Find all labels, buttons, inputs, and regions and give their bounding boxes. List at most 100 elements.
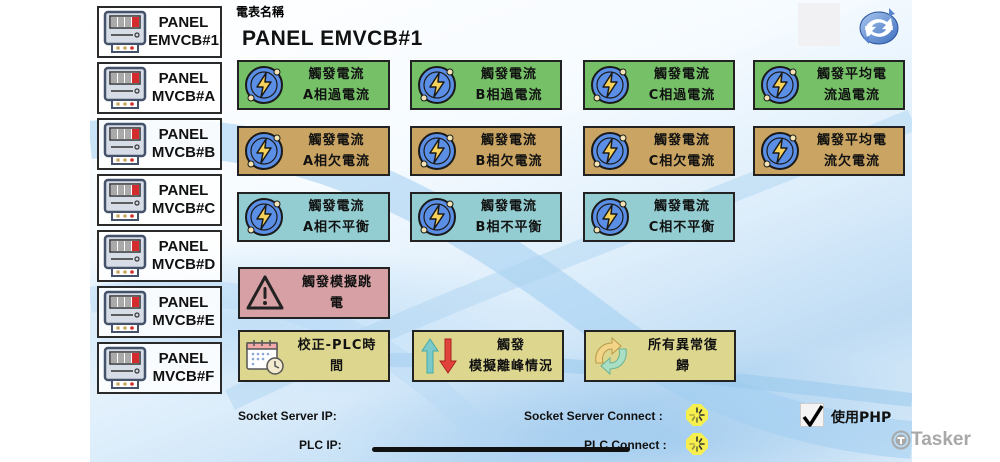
tile-label: 觸發平均電流過電流 — [801, 64, 903, 106]
lightning-icon — [418, 198, 456, 236]
tile-label-line2: B相不平衡 — [475, 220, 543, 235]
socket-connect-status-icon — [686, 404, 708, 426]
watermark: Tasker — [891, 429, 971, 451]
trigger-undercurrent-a-button[interactable]: 觸發電流 A相欠電流 — [237, 126, 390, 176]
up-down-arrows-icon — [421, 338, 457, 374]
plc-connect-status-icon — [686, 433, 708, 455]
panel-label-line2: MVCB#E — [152, 312, 215, 329]
panel-label-line2: MVCB#B — [151, 144, 216, 161]
tile-label-line1: 觸發電流 — [480, 133, 537, 148]
meter-icon — [103, 66, 147, 109]
trigger-unbalance-c-button[interactable]: 觸發電流 C相不平衡 — [583, 192, 735, 242]
tile-label-line2: B相過電流 — [475, 88, 543, 103]
tile-label-line1: 觸發電流 — [653, 67, 710, 82]
tile-label-line2: 電 — [329, 296, 344, 311]
tile-label-line2: 流欠電流 — [823, 154, 880, 169]
tasker-logo-icon — [891, 430, 911, 450]
tile-label-line1: 觸發電流 — [308, 133, 365, 148]
trigger-avg-undercurrent-button[interactable]: 觸發平均電流欠電流 — [753, 126, 905, 176]
panel-label-line1: PANEL — [158, 182, 209, 199]
calibrate-plc-time-button[interactable]: 校正-PLC時間 — [238, 330, 390, 382]
trigger-overcurrent-b-button[interactable]: 觸發電流 B相過電流 — [410, 60, 562, 110]
tile-label-line2: 模擬離峰情況 — [468, 359, 553, 374]
trigger-avg-overcurrent-button[interactable]: 觸發平均電流過電流 — [753, 60, 905, 110]
recycle-arrows-icon — [595, 336, 627, 376]
lightning-icon — [761, 66, 799, 104]
tile-label: 觸發電流 C相不平衡 — [631, 196, 733, 238]
lightning-icon — [418, 132, 456, 170]
tile-label-line1: 校正-PLC時 — [297, 338, 377, 353]
calendar-clock-icon — [246, 340, 284, 375]
meter-icon — [103, 122, 147, 165]
tile-label: 觸發電流 B相過電流 — [458, 64, 560, 106]
meter-icon — [103, 234, 147, 277]
tile-label-line1: 觸發電流 — [653, 199, 710, 214]
tile-label-line2: 歸 — [675, 359, 690, 374]
tile-label-line2: A相欠電流 — [302, 154, 371, 169]
use-php-checkbox[interactable] — [800, 403, 824, 427]
home-indicator-bar[interactable] — [372, 447, 630, 452]
tile-label-line1: 所有異常復 — [647, 338, 718, 353]
panel-label-line1: PANEL — [158, 14, 209, 31]
lightning-icon — [591, 198, 629, 236]
trigger-offpeak-simulation-button[interactable]: 觸發模擬離峰情況 — [412, 330, 564, 382]
tile-label: 觸發電流 A相過電流 — [285, 64, 388, 106]
meter-name-label: 電表名稱 — [236, 5, 285, 19]
tile-label-line2: C相不平衡 — [648, 220, 716, 235]
tile-label: 觸發電流 C相過電流 — [631, 64, 733, 106]
lightning-icon — [245, 198, 283, 236]
meter-icon — [103, 290, 147, 333]
panel-label-line1: PANEL — [158, 238, 209, 255]
panel-label-line1: PANEL — [158, 294, 209, 311]
refresh-icon[interactable] — [855, 4, 903, 48]
tile-label-line1: 觸發平均電 — [816, 133, 887, 148]
meter-icon — [103, 346, 147, 389]
use-php-label: 使用PHP — [831, 410, 892, 426]
panel-label-line1: PANEL — [158, 70, 209, 87]
reset-all-alarms-button[interactable]: 所有異常復歸 — [584, 330, 736, 382]
checkmark-icon — [802, 405, 824, 427]
socket-server-ip-label: Socket Server IP: — [238, 409, 337, 423]
panel-label-line2: MVCB#D — [151, 256, 216, 273]
tile-label-line1: 觸發電流 — [653, 133, 710, 148]
tile-label: 觸發電流 A相欠電流 — [285, 130, 388, 172]
socket-connect-label: Socket Server Connect : — [524, 409, 663, 423]
trigger-unbalance-b-button[interactable]: 觸發電流 B相不平衡 — [410, 192, 562, 242]
tile-label-line1: 觸發電流 — [308, 199, 365, 214]
tile-label-line1: 觸發平均電 — [816, 67, 887, 82]
tile-label-line2: B相欠電流 — [475, 154, 543, 169]
tile-label-line1: 觸發模擬跳 — [301, 275, 372, 290]
trigger-overcurrent-a-button[interactable]: 觸發電流 A相過電流 — [237, 60, 390, 110]
tile-label: 觸發平均電流欠電流 — [801, 130, 903, 172]
blank-placeholder — [798, 3, 840, 46]
trigger-overcurrent-c-button[interactable]: 觸發電流 C相過電流 — [583, 60, 735, 110]
tile-label-line2: A相過電流 — [302, 88, 371, 103]
plc-ip-label: PLC IP: — [299, 438, 342, 452]
trigger-undercurrent-b-button[interactable]: 觸發電流 B相欠電流 — [410, 126, 562, 176]
watermark-text: Tasker — [911, 429, 971, 450]
meter-icon — [103, 178, 147, 221]
tile-label-line1: 觸發電流 — [480, 67, 537, 82]
trigger-trip-simulation-button[interactable]: 觸發模擬跳電 — [238, 267, 390, 319]
tile-label: 觸發模擬離峰情況 — [460, 335, 562, 377]
tile-label-line1: 觸發電流 — [480, 199, 537, 214]
lightning-icon — [591, 132, 629, 170]
tile-label-line1: 觸發電流 — [308, 67, 365, 82]
tile-label-line2: C相過電流 — [648, 88, 716, 103]
tile-label: 觸發電流 B相欠電流 — [458, 130, 560, 172]
warning-icon — [246, 275, 284, 310]
